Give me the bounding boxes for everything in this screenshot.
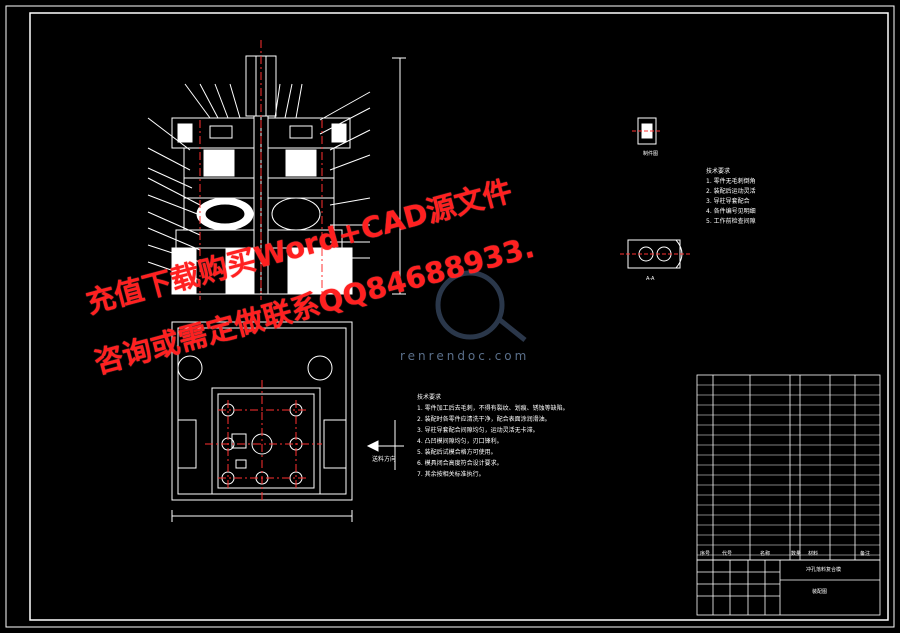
watermark-site: renrendoc.com (400, 349, 530, 363)
requirement-item: 2. 装配时各零件应清洗干净，配合表面涂润滑油。 (417, 416, 551, 423)
bom-column-header: 名称 (760, 551, 771, 557)
bom-column-header: 代号 (722, 551, 733, 557)
outer-frame (5, 5, 895, 628)
bom-column-header: 材料 (808, 551, 819, 557)
bill-of-materials (696, 374, 881, 561)
requirement-item: 6. 模具闭合高度符合设计要求。 (417, 460, 503, 467)
bom-rows (697, 384, 880, 556)
requirement-item: 4. 凸凹模间隙均匀，刃口锋利。 (417, 438, 503, 445)
feed-direction-label: 送料方向 (372, 456, 397, 463)
requirement-item: 3. 导柱导套配合间隙均匀，运动灵活无卡滞。 (417, 427, 539, 434)
titleblock-drawing-title: 冲孔落料复合模 (806, 567, 842, 573)
part-view-label: 制件图 (643, 151, 659, 157)
requirements-title: 技术要求 (417, 394, 442, 401)
notes-item: 2. 装配后运动灵活 (706, 188, 756, 195)
notes-item: 3. 导柱导套配合 (706, 198, 750, 205)
part-view-section (632, 117, 662, 145)
bom-column-header: 备注 (860, 551, 871, 557)
plan-view-centerlines (205, 380, 322, 500)
notes-item: 4. 各件编号见明细 (706, 208, 756, 215)
part-view-plan (620, 239, 690, 269)
requirement-item: 5. 装配后试模合格方可使用。 (417, 449, 497, 456)
section-label: A-A (646, 276, 655, 282)
title-block (696, 559, 881, 616)
site-logo (435, 270, 527, 342)
bom-column-header: 序号 (700, 551, 711, 557)
notes-title: 技术要求 (706, 168, 731, 175)
bom-column-header: 数量 (791, 551, 802, 557)
requirement-item: 1. 零件加工后去毛刺，不得有裂纹、划痕、锈蚀等缺陷。 (417, 405, 569, 412)
front-view-centerlines (199, 40, 323, 300)
notes-item: 5. 工作前检查间隙 (706, 218, 756, 225)
inner-frame (29, 12, 889, 621)
titleblock-drawing-subtitle: 装配图 (812, 589, 828, 595)
requirement-item: 7. 其余按相关标准执行。 (417, 471, 485, 478)
notes-item: 1. 零件无毛刺倒角 (706, 178, 756, 185)
